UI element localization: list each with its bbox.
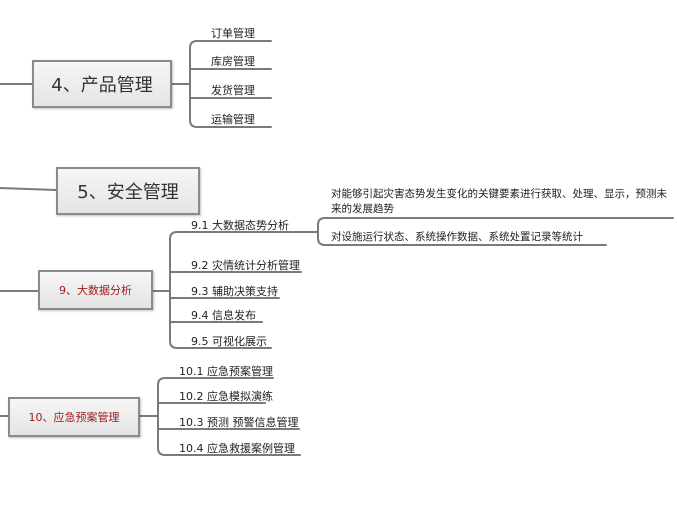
leaf-product-1[interactable]: 订单管理	[211, 27, 255, 40]
connector-bigdata-detail	[309, 217, 674, 246]
leaf-emergency-1[interactable]: 10.1 应急预案管理	[179, 365, 273, 378]
detail-bigdata-2[interactable]: 对设施运行状态、系统操作数据、系统处置记录等统计	[331, 231, 583, 243]
leaf-product-4[interactable]: 运输管理	[211, 113, 255, 126]
detail-bigdata-1[interactable]: 对能够引起灾害态势发生变化的关键要素进行获取、处理、显示，预测未来的发展趋势	[331, 188, 667, 215]
leaf-product-2[interactable]: 库房管理	[211, 55, 255, 68]
leaf-emergency-4[interactable]: 10.4 应急救援案例管理	[179, 442, 295, 455]
connector-product-trunk	[171, 40, 272, 128]
connector-security-stub	[0, 187, 57, 191]
node-security[interactable]: 5、安全管理	[56, 167, 200, 215]
node-product[interactable]: 4、产品管理	[32, 60, 172, 108]
leaf-emergency-3[interactable]: 10.3 预测 预警信息管理	[179, 416, 299, 429]
leaf-bigdata-3[interactable]: 9.3 辅助决策支持	[191, 285, 278, 298]
node-emergency[interactable]: 10、应急预案管理	[8, 397, 140, 437]
leaf-emergency-2[interactable]: 10.2 应急模拟演练	[179, 390, 273, 403]
connector-bigdata-trunk	[152, 231, 311, 349]
leaf-bigdata-4[interactable]: 9.4 信息发布	[191, 309, 256, 322]
connector-emergency-trunk	[139, 377, 301, 456]
leaf-product-3[interactable]: 发货管理	[211, 84, 255, 97]
leaf-bigdata-2[interactable]: 9.2 灾情统计分析管理	[191, 259, 300, 272]
leaf-bigdata-1[interactable]: 9.1 大数据态势分析	[191, 219, 289, 232]
leaf-bigdata-5[interactable]: 9.5 可视化展示	[191, 335, 267, 348]
node-bigdata[interactable]: 9、大数据分析	[38, 270, 153, 310]
